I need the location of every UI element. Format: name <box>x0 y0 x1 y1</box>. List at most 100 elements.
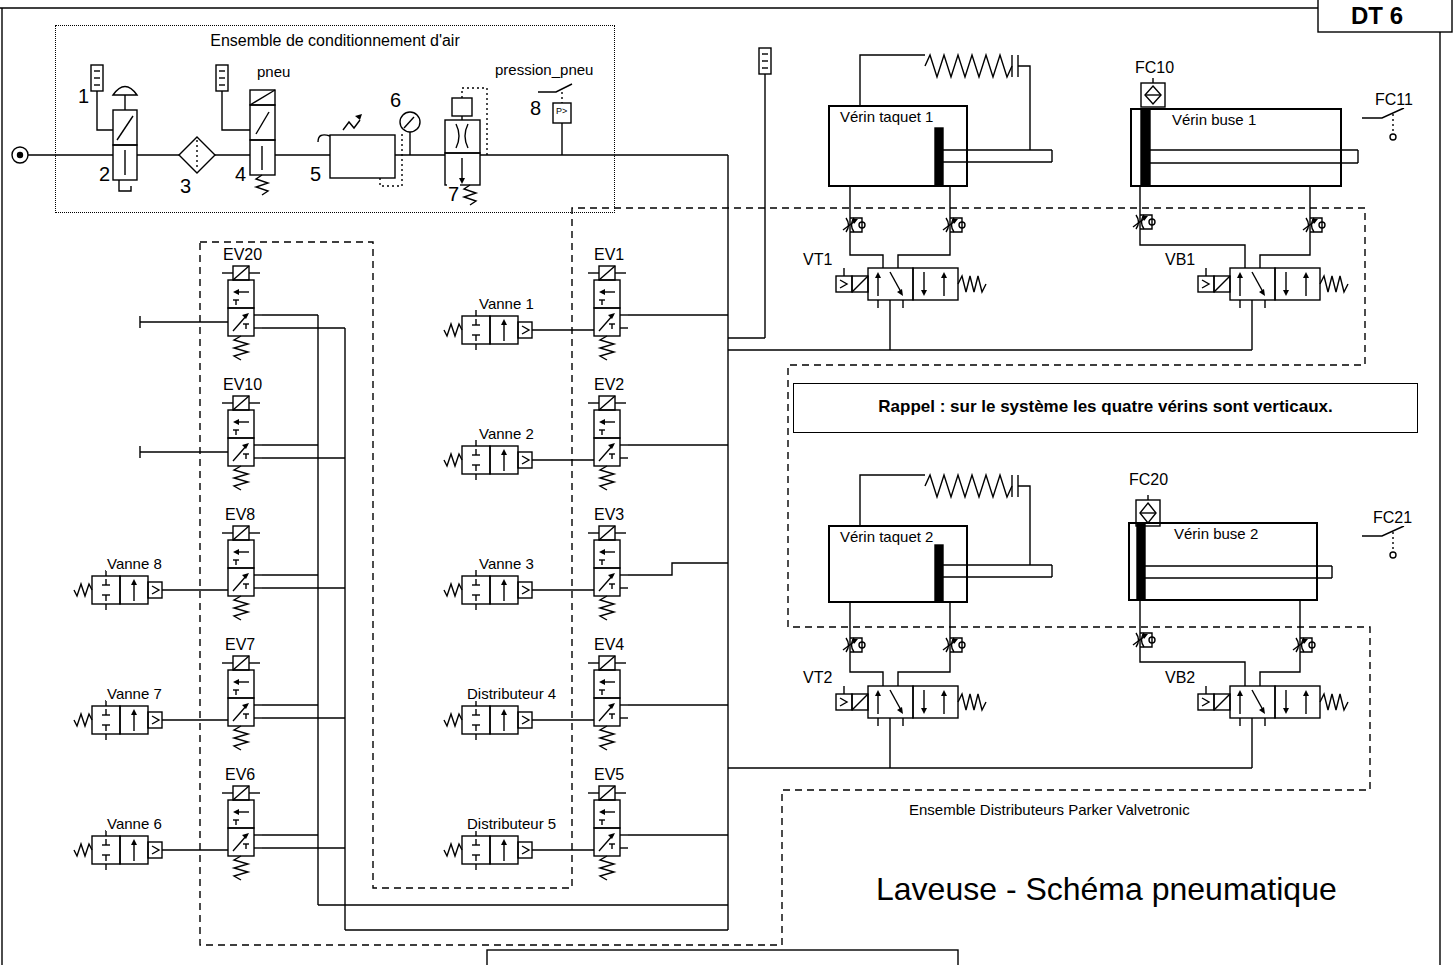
solenoid-valves <box>262 847 345 848</box>
cylinder-internals <box>1011 55 1012 77</box>
cylinder-internals <box>943 564 1052 565</box>
cylinder-internals <box>1137 524 1145 599</box>
callout-number: 6 <box>389 90 402 110</box>
cylinder-internals <box>1145 565 1332 566</box>
directional-valves <box>1251 308 1252 350</box>
pilot-valves <box>162 719 228 720</box>
pilot-valves <box>444 570 532 610</box>
cylinder-internals <box>860 55 925 105</box>
pilot-valves <box>532 589 594 590</box>
air-conditioning-symbols <box>97 91 113 130</box>
valve-name: EV3 <box>593 507 625 523</box>
callout-number: 2 <box>98 164 111 184</box>
air-conditioning-symbols <box>553 103 571 123</box>
cylinder-internals <box>1331 566 1332 578</box>
air-conditioning-symbols <box>400 112 420 132</box>
air-conditioning-symbols <box>28 154 113 155</box>
pilot-valves <box>162 849 228 850</box>
supply-pipes <box>318 904 728 905</box>
cylinder-pipes <box>898 187 950 262</box>
limit-sensors <box>1390 134 1396 140</box>
air-conditioning-symbols <box>275 154 330 155</box>
air-conditioning-symbols <box>330 135 395 178</box>
pilot-valves <box>532 329 594 330</box>
pilot-valves <box>532 849 594 850</box>
air-conditioning-symbols <box>404 117 414 128</box>
pilot-valves <box>444 700 532 740</box>
limit-sensors <box>1140 503 1156 523</box>
pilot-valves <box>74 310 594 870</box>
cylinder-internals <box>1141 110 1150 185</box>
cylinder-internals <box>935 128 943 185</box>
pilot-valves <box>162 589 228 590</box>
air-conditioning-symbols <box>91 65 103 91</box>
limit-sensors <box>1390 552 1396 558</box>
solenoid-valves <box>588 786 628 880</box>
cylinder-internals <box>943 149 1052 150</box>
air-conditioning-group-text: Ensemble de conditionnement d'air <box>210 32 459 50</box>
cylinder-pipes <box>843 638 865 652</box>
supply-pipes <box>318 48 1252 930</box>
directional-valves <box>836 262 1348 768</box>
note-box-text: Rappel : sur le système les quatre vérin… <box>878 397 1332 417</box>
sheet-frame <box>1 8 2 965</box>
valve-name: VT1 <box>802 252 833 268</box>
valve-name: VB1 <box>1164 252 1196 268</box>
cylinder-pipes <box>1303 218 1325 232</box>
directional-valves <box>1198 262 1348 308</box>
solenoid-valves <box>222 266 262 360</box>
air-conditioning-symbols <box>222 91 250 130</box>
sensor-name: FC11 <box>1374 92 1414 108</box>
directional-valves <box>836 680 986 726</box>
cylinder-pipes <box>1260 187 1310 262</box>
limit-sensors <box>1392 532 1393 551</box>
solenoid-valves <box>628 563 728 575</box>
sheet-frame <box>487 950 958 965</box>
solenoid-valves <box>262 834 318 835</box>
diagram-title: Laveuse - Schéma pneumatique <box>876 870 1337 908</box>
valve-name: EV10 <box>222 377 263 393</box>
solenoid-valves <box>262 444 318 445</box>
solenoid-valves <box>140 451 228 452</box>
solenoid-valves <box>222 656 262 750</box>
air-conditioning-symbols <box>343 120 360 130</box>
cylinder-internals <box>860 55 1358 601</box>
pilot-valves <box>74 830 162 870</box>
air-conditioning-symbols <box>250 90 275 105</box>
solenoid-valves <box>628 704 728 705</box>
supply-pipes <box>727 155 728 930</box>
cylinder-body: Vérin taquet 1 <box>828 105 968 187</box>
limit-sensors <box>1362 108 1404 118</box>
solenoid-valves <box>628 444 728 445</box>
air-conditioning-symbols <box>216 65 228 91</box>
cylinder-pipes <box>1133 215 1155 229</box>
callout-number: 3 <box>179 176 192 196</box>
cylinder-internals <box>925 55 1012 77</box>
signal-name: pneu <box>256 64 291 79</box>
air-conditioning-symbols <box>124 95 125 110</box>
air-conditioning-symbols <box>256 112 269 134</box>
directional-valves <box>889 726 890 768</box>
solenoid-valves <box>628 834 728 835</box>
callout-number: 5 <box>309 164 322 184</box>
cylinder-internals <box>1150 162 1358 163</box>
valve-name: Vanne 1 <box>478 296 535 311</box>
air-conditioning-symbols <box>18 153 23 158</box>
air-conditioning-symbols <box>113 145 137 180</box>
directional-valves <box>889 308 890 350</box>
valve-name: EV1 <box>593 247 625 263</box>
sheet-frame <box>0 7 1318 8</box>
air-conditioning-symbols <box>462 88 487 155</box>
cylinder-pipes <box>843 187 1325 680</box>
cylinder-internals <box>1145 577 1332 578</box>
cylinder-internals <box>925 475 1012 497</box>
cylinder-body: Vérin taquet 2 <box>828 525 968 603</box>
signal-name: pression_pneu <box>494 62 594 77</box>
solenoid-valves <box>588 396 628 490</box>
cylinder-internals <box>1357 150 1358 163</box>
valve-name: Vanne 8 <box>106 556 163 571</box>
cylinder-pipes <box>898 603 950 680</box>
cylinder-pipes <box>1260 601 1300 680</box>
